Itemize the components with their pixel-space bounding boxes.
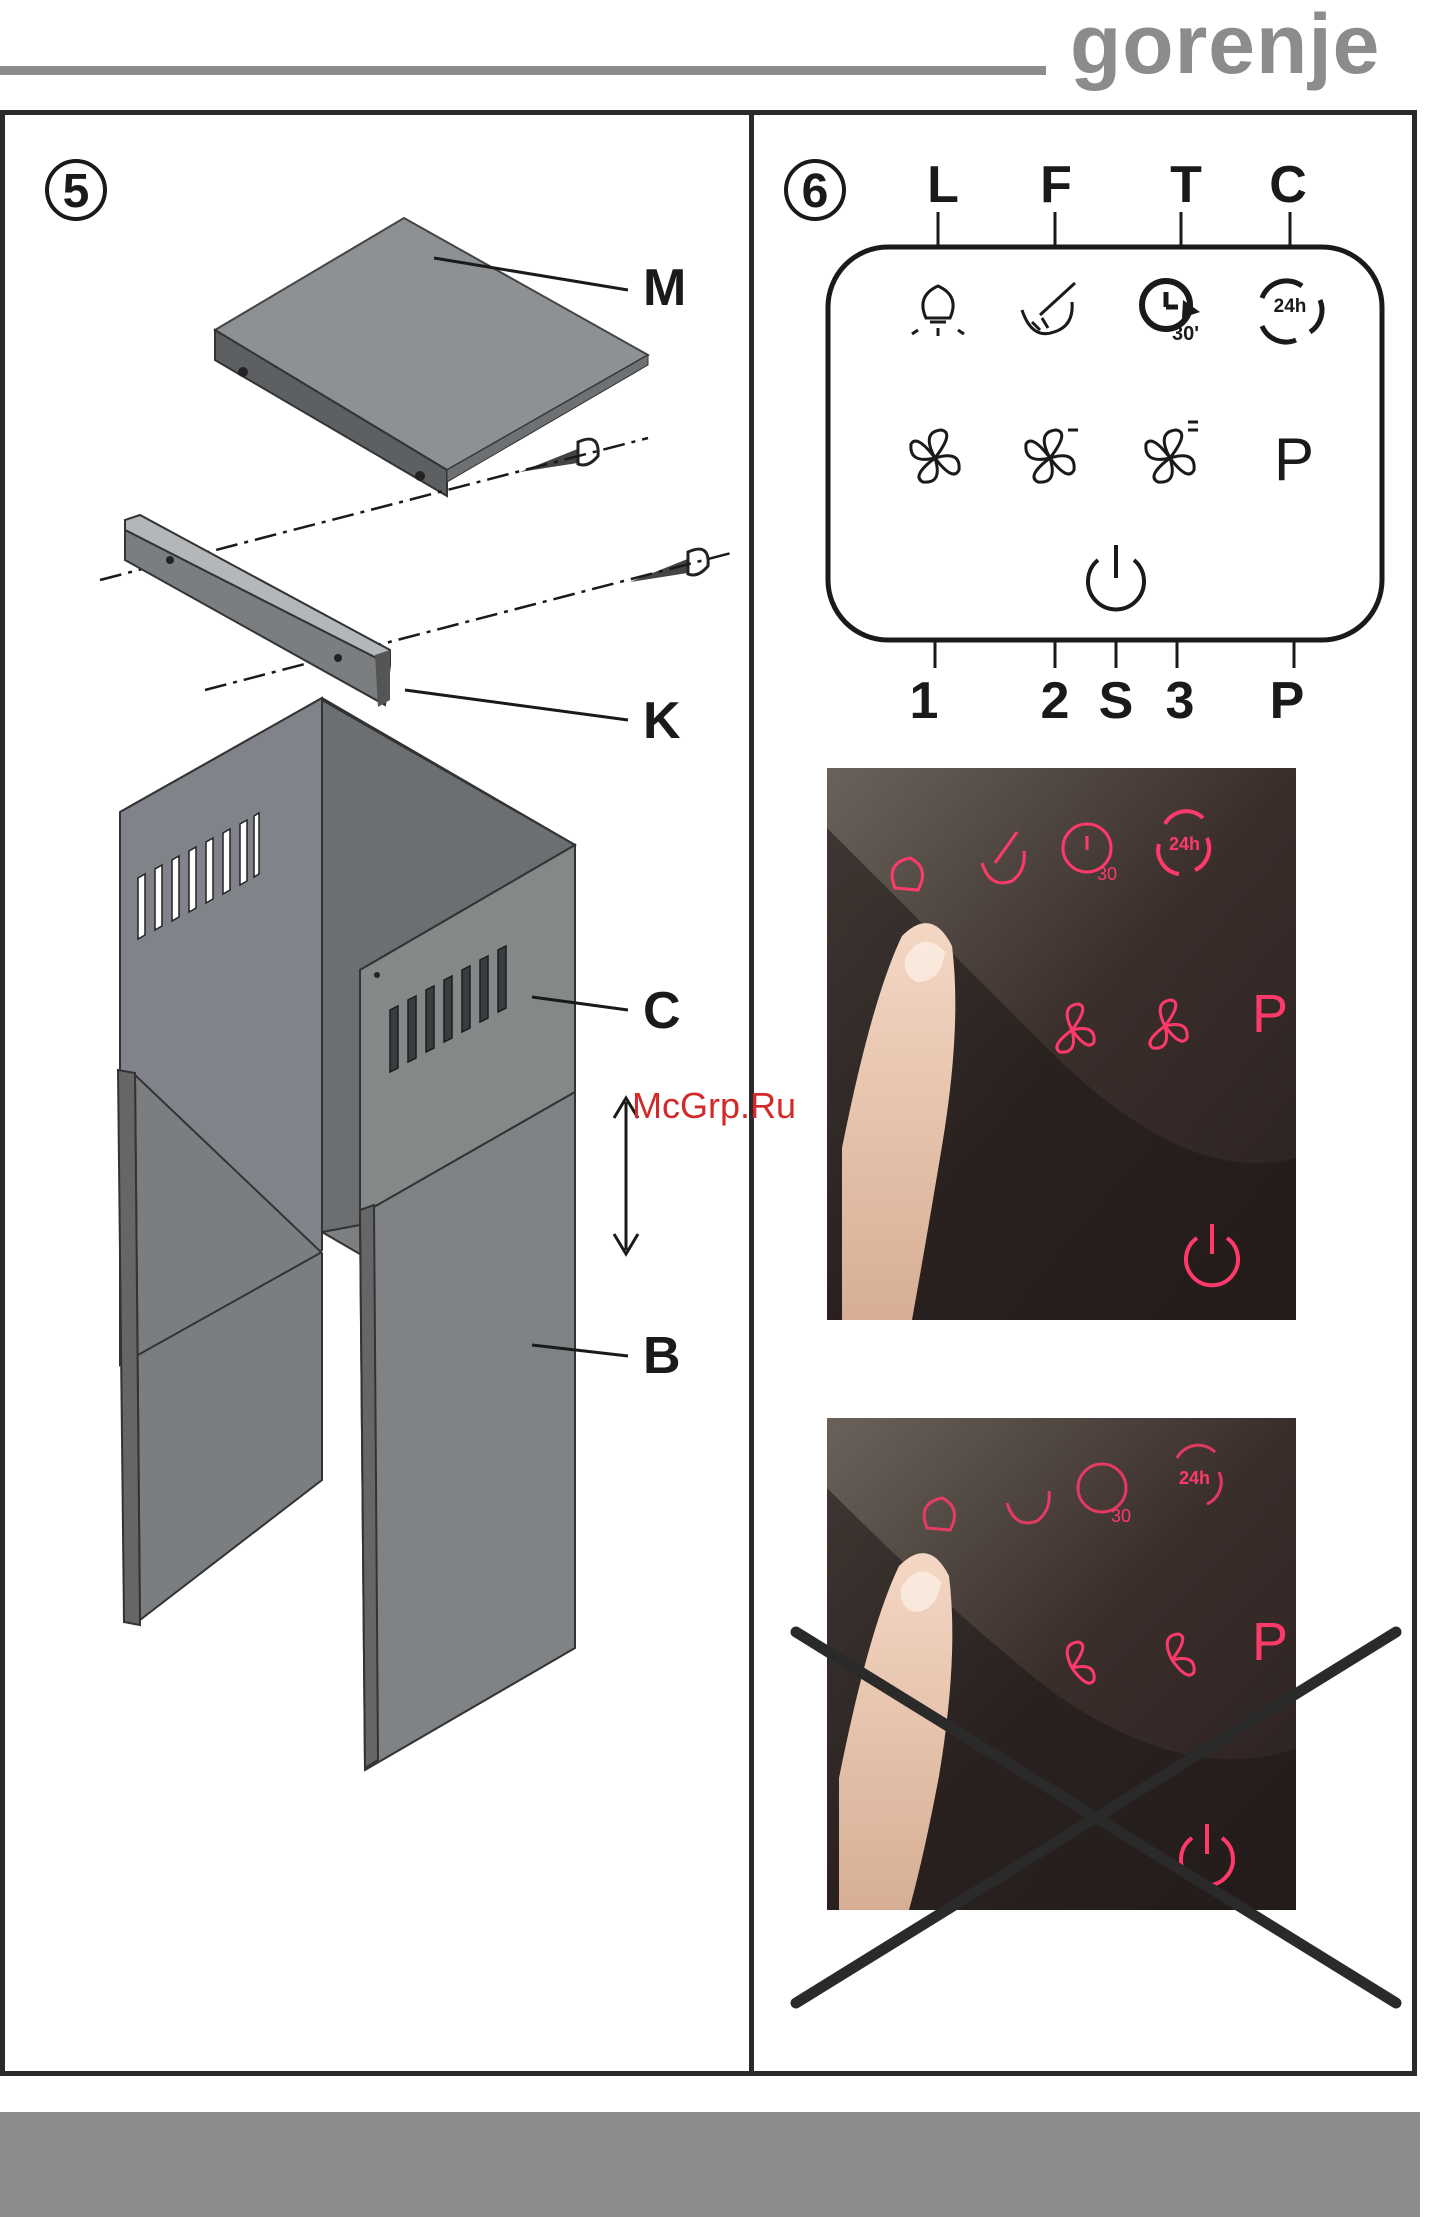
photo-program-icon: P (1252, 984, 1288, 1044)
label-m: M (643, 259, 686, 317)
label-2: 2 (1041, 672, 1070, 730)
figure-6-number: 6 (802, 165, 829, 218)
clean-24h-text: 24h (1274, 296, 1307, 317)
label-c-clean: C (1269, 156, 1307, 214)
photo-timer-text: 30 (1097, 864, 1117, 884)
label-s: S (1099, 672, 1134, 730)
photo2-timer-text: 30 (1111, 1506, 1131, 1526)
photo2-program-icon: P (1252, 1612, 1288, 1672)
touch-photo-correct: 30 24h P (827, 768, 1296, 1320)
label-l: L (927, 156, 959, 214)
label-p: P (1270, 672, 1305, 730)
label-3: 3 (1166, 672, 1195, 730)
bracket-k (125, 515, 628, 720)
label-f: F (1040, 156, 1072, 214)
label-k: K (643, 692, 681, 750)
label-c: C (643, 982, 681, 1040)
photo-clean-text: 24h (1169, 834, 1200, 854)
touch-photo-incorrect: 30 24h P (827, 1418, 1296, 1910)
label-b: B (643, 1327, 681, 1385)
label-1: 1 (910, 672, 939, 730)
chimney-cover (118, 698, 628, 1770)
photo2-clean-text: 24h (1179, 1468, 1210, 1488)
figure-5-number: 5 (63, 165, 90, 218)
label-t: T (1170, 156, 1202, 214)
timer-text: 30' (1172, 323, 1199, 345)
program-icon: P (1274, 426, 1314, 493)
watermark: McGrp.Ru (632, 1085, 796, 1127)
